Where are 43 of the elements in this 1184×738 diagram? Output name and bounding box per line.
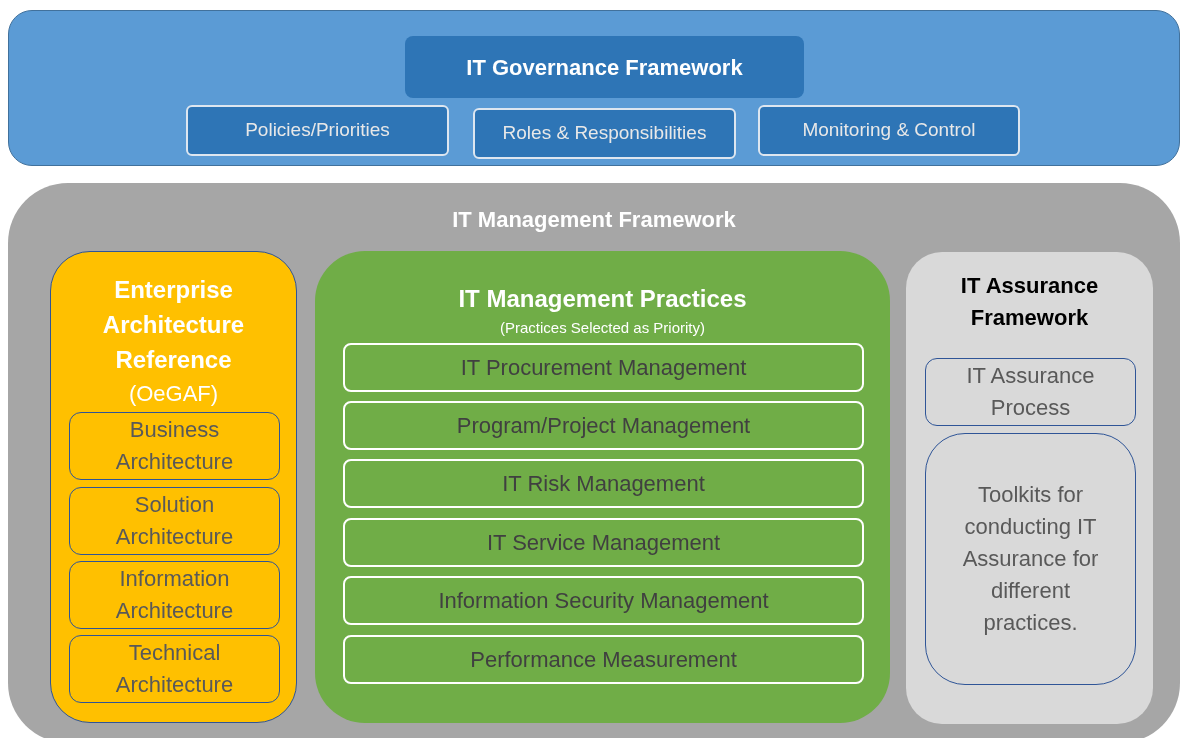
practice-box [343,343,864,392]
practices-panel [315,251,890,723]
policy-box [473,108,736,159]
assurance-process-box [925,358,1136,426]
panel-title: IT Assurance Framework [959,272,1100,332]
panel-title: IT Management Practices [458,284,747,314]
box-label: Toolkits for conducting IT Assurance for different practices. [961,481,1100,637]
box-label: IT Governance Framework [466,53,743,82]
box-label: Technical Architecture [114,639,235,699]
box-label: IT Procurement Management [460,354,747,382]
architecture-box [69,635,280,703]
architecture-box [69,561,280,629]
architecture-box [69,412,280,480]
practice-box [343,518,864,567]
box-label: IT Assurance Process [965,362,1096,422]
box-label: Solution Architecture [114,491,235,551]
practice-box [343,576,864,625]
box-label: Information Security Management [438,587,769,615]
box-label: Business Architecture [114,416,235,476]
policy-box [186,105,449,156]
practice-box [343,459,864,508]
panel-subtitle: (OeGAF) [128,380,219,408]
architecture-box [69,487,280,555]
architecture-panel [50,251,297,723]
toolkit-box [925,433,1136,685]
box-label: Policies/Priorities [245,118,390,143]
box-label: Information Architecture [114,565,235,625]
governance-title-box [405,36,804,98]
governance-band [8,10,1180,166]
practice-box [343,401,864,450]
panel-title: IT Management Framework [452,206,736,234]
box-label: IT Risk Management [502,470,705,498]
practice-box [343,635,864,684]
panel-subtitle: (Practices Selected as Priority) [499,318,706,338]
policy-box [758,105,1020,156]
management-framework-panel [8,183,1180,738]
box-label: IT Service Management [486,529,721,557]
box-label: Program/Project Management [456,412,751,440]
box-label: Monitoring & Control [802,118,976,143]
box-label: Roles & Responsibilities [502,121,707,146]
assurance-panel [906,252,1153,724]
panel-title: Enterprise Architecture Reference [101,275,246,375]
box-label: Performance Measurement [470,646,737,674]
